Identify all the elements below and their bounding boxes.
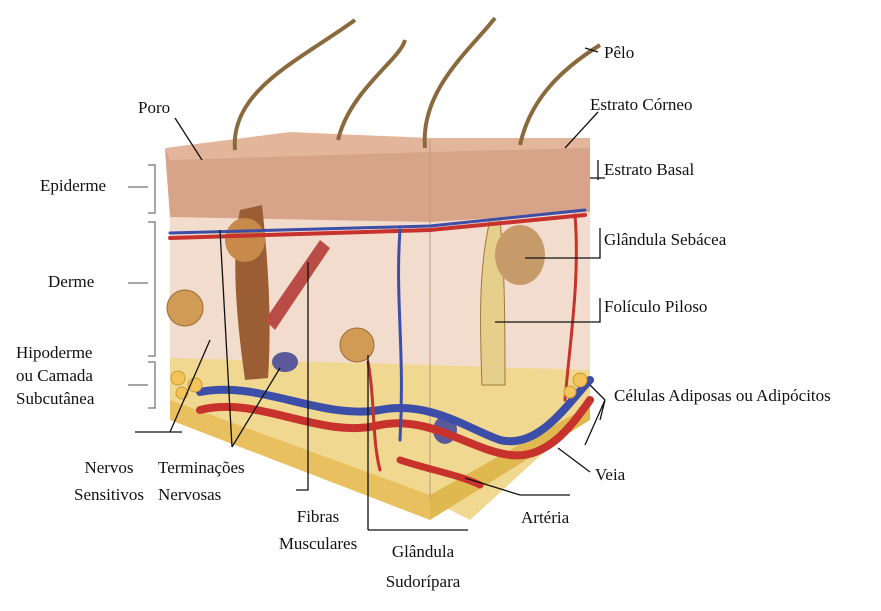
leader-veia: [558, 448, 590, 472]
label-nervos-line: Sensitivos: [54, 485, 164, 505]
hair-strand: [425, 18, 495, 148]
label-hipoderme-line: ou Camada: [16, 366, 136, 386]
label-glandula-sudoripara: Glândula Sudorípara: [368, 542, 478, 592]
sebaceous-gland: [495, 225, 545, 285]
label-fibras-musculares: Fibras Musculares: [268, 507, 368, 554]
label-nervos-line: Nervos: [54, 458, 164, 478]
pacinian-corpuscle: [272, 352, 298, 372]
label-sudoripara-line: Sudorípara: [368, 572, 478, 592]
label-hipoderme: Hipoderme ou Camada Subcutânea: [16, 343, 136, 409]
label-estrato-basal: Estrato Basal: [604, 160, 694, 180]
leader-estrato-basal: [590, 160, 605, 180]
hairs: [235, 18, 600, 150]
label-terminacoes-line: Nervosas: [158, 485, 288, 505]
label-arteria: Artéria: [521, 508, 569, 528]
label-estrato-corneo: Estrato Córneo: [590, 95, 692, 115]
label-terminacoes-nervosas: Terminações Nervosas: [158, 458, 288, 505]
label-hipoderme-line: Hipoderme: [16, 343, 136, 363]
label-hipoderme-line: Subcutânea: [16, 389, 136, 409]
label-fibras-line: Fibras: [268, 507, 368, 527]
label-fibras-line: Musculares: [268, 534, 368, 554]
label-poro: Poro: [138, 98, 170, 118]
label-foliculo-piloso: Folículo Piloso: [604, 297, 707, 317]
hair-strand: [338, 40, 405, 140]
label-celulas-adiposas: Células Adiposas ou Adipócitos: [614, 386, 831, 406]
label-derme: Derme: [48, 272, 94, 292]
sebaceous-gland: [225, 218, 265, 262]
sweat-gland: [167, 290, 203, 326]
label-pelo: Pêlo: [604, 43, 634, 63]
label-veia: Veia: [595, 465, 625, 485]
label-sudoripara-line: Glândula: [368, 542, 478, 562]
label-nervos-sensitivos: Nervos Sensitivos: [54, 458, 164, 505]
label-epiderme: Epiderme: [40, 176, 106, 196]
hair-strand: [520, 45, 600, 145]
hair-strand: [235, 20, 355, 150]
label-glandula-sebacea: Glândula Sebácea: [604, 230, 726, 250]
label-terminacoes-line: Terminações: [158, 458, 288, 478]
sweat-gland: [340, 328, 374, 362]
